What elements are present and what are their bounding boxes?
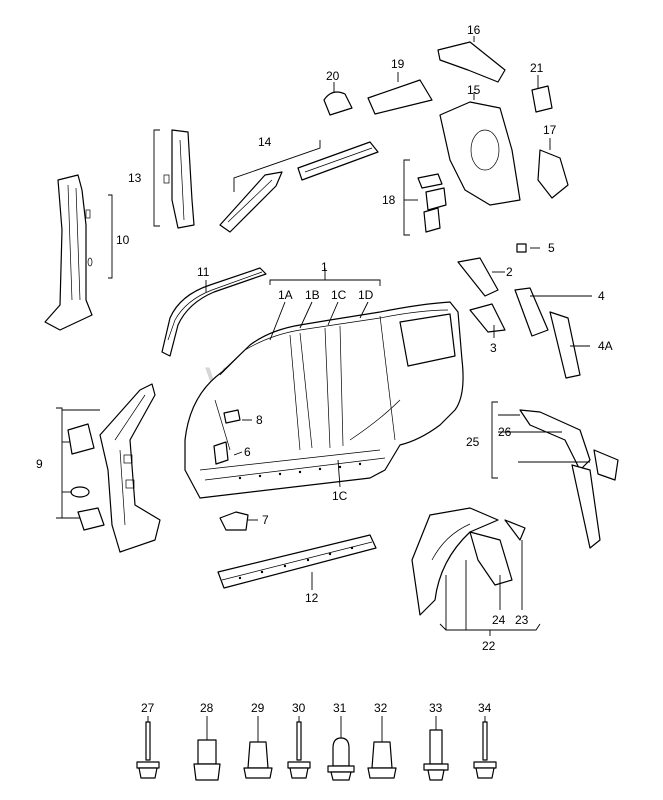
wheelhouse-outer — [411, 507, 499, 616]
bracket-2 — [457, 257, 499, 297]
bracket-17 — [537, 149, 569, 199]
callout-18: 18 — [382, 193, 396, 207]
callout-20: 20 — [326, 69, 340, 83]
callout-1A: 1A — [278, 288, 293, 302]
panel-23 — [504, 519, 526, 541]
callout-19: 19 — [391, 57, 405, 71]
callout-4: 4 — [598, 289, 605, 303]
callout-1B: 1B — [305, 288, 320, 302]
fastener-27-label: 27 — [141, 701, 155, 715]
callout-13: 13 — [128, 171, 142, 185]
clip-nut-icon — [367, 741, 397, 779]
flange-bolt-icon — [287, 721, 311, 779]
callout-4A: 4A — [598, 339, 613, 353]
callout-15: 15 — [467, 83, 481, 97]
b-pillar-inner — [163, 129, 195, 229]
bracket-21 — [531, 85, 553, 113]
rivet-nut-icon — [327, 737, 355, 781]
brackets-18 — [417, 173, 447, 233]
panel-19 — [367, 79, 433, 115]
fastener-30-label: 30 — [292, 701, 306, 715]
fastener-31-label: 31 — [333, 701, 347, 715]
callout-2: 2 — [506, 265, 513, 279]
callout-10: 10 — [116, 233, 130, 247]
bracket-8 — [223, 409, 241, 424]
bracket-4A — [549, 311, 581, 379]
fastener-29-label: 29 — [251, 701, 265, 715]
bracket-3 — [469, 303, 506, 333]
wheelhouse-inner-rear — [439, 101, 521, 206]
callout-17: 17 — [543, 123, 557, 137]
fastener-row: 27 28 29 30 31 — [136, 701, 497, 781]
fastener-28-label: 28 — [200, 701, 214, 715]
wheel-arch-trim — [519, 409, 619, 549]
callout-24: 24 — [492, 613, 506, 627]
callout-26: 26 — [498, 425, 512, 439]
callout-22: 22 — [482, 639, 496, 653]
fastener-33-label: 33 — [429, 701, 443, 715]
callout-16: 16 — [467, 23, 481, 37]
callout-6: 6 — [244, 445, 251, 459]
callout-21: 21 — [530, 61, 544, 75]
panel-24 — [469, 531, 513, 586]
callout-1C-top: 1C — [331, 288, 347, 302]
body-side-panel — [184, 301, 464, 499]
hex-nut-sleeve-icon — [193, 739, 221, 781]
callout-1C-bottom: 1C — [332, 489, 348, 503]
bracket-4 — [514, 287, 549, 337]
flange-bolt-icon — [473, 721, 497, 779]
roof-rail-rear — [297, 141, 379, 181]
callout-11: 11 — [197, 265, 210, 279]
callout-1: 1 — [321, 260, 328, 274]
callout-14: 14 — [258, 135, 272, 149]
panel-16 — [437, 41, 506, 83]
clip-5 — [516, 243, 527, 253]
callout-8: 8 — [256, 413, 263, 427]
flange-bolt-icon — [136, 721, 160, 779]
roof-frame-strip — [161, 267, 267, 357]
b-pillar-reinforcement — [44, 174, 93, 331]
weld-stud-icon — [423, 729, 449, 781]
roof-rail-front — [219, 171, 283, 233]
cap-20 — [323, 91, 353, 116]
a-pillar — [99, 383, 161, 553]
leader-lines — [56, 36, 592, 636]
fastener-32-label: 32 — [374, 701, 388, 715]
bracket-6 — [213, 441, 229, 465]
callout-9: 9 — [36, 457, 43, 471]
callout-12: 12 — [305, 591, 319, 605]
bracket-7 — [219, 511, 249, 531]
callout-7: 7 — [262, 513, 269, 527]
callout-23: 23 — [515, 613, 529, 627]
sill-panel — [217, 534, 377, 589]
fastener-34-label: 34 — [478, 701, 492, 715]
callout-3: 3 — [490, 341, 497, 355]
clip-nut-icon — [243, 741, 273, 779]
a-pillar-brackets — [67, 423, 105, 531]
callout-25: 25 — [466, 435, 480, 449]
callout-1D: 1D — [358, 288, 374, 302]
callout-5: 5 — [548, 241, 555, 255]
